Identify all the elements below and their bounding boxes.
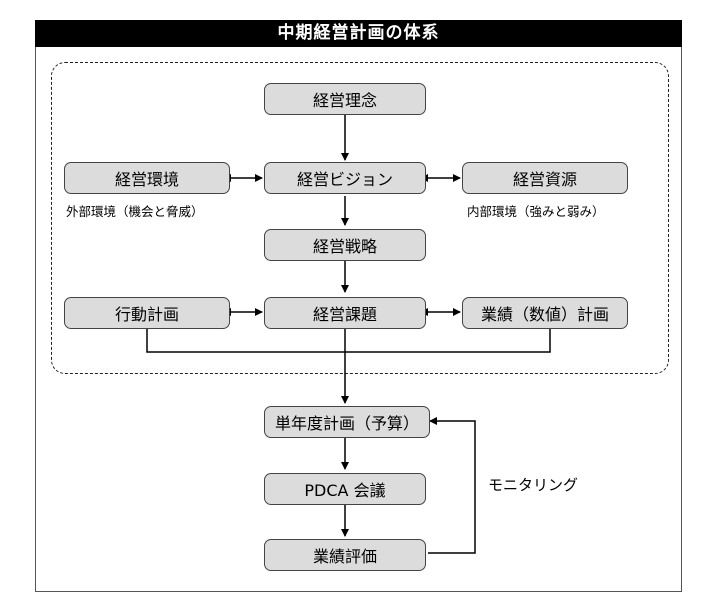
note-internal-environment: 内部環境（強みと弱み） bbox=[467, 204, 605, 219]
node-action-plan: 行動計画 bbox=[64, 297, 230, 329]
node-management-strategy: 経営戦略 bbox=[264, 229, 426, 261]
node-management-philosophy: 経営理念 bbox=[264, 83, 426, 115]
node-performance-evaluation: 業績評価 bbox=[264, 539, 426, 571]
node-business-environment: 経営環境 bbox=[64, 162, 230, 194]
node-annual-plan: 単年度計画（予算） bbox=[264, 406, 430, 438]
merge-bracket bbox=[146, 329, 551, 353]
node-management-resources: 経営資源 bbox=[462, 162, 628, 194]
planning-scope-boundary bbox=[51, 62, 669, 374]
node-numerical-plan: 業績（数値）計画 bbox=[462, 297, 628, 329]
node-pdca-meeting: PDCA 会議 bbox=[264, 473, 426, 505]
monitoring-label: モニタリング bbox=[488, 476, 579, 494]
diagram-title: 中期経営計画の体系 bbox=[35, 20, 682, 47]
node-management-vision: 経営ビジョン bbox=[264, 162, 426, 194]
node-management-issues: 経営課題 bbox=[264, 297, 426, 329]
monitoring-loop bbox=[428, 417, 476, 554]
note-external-environment: 外部環境（機会と脅威） bbox=[66, 204, 204, 219]
